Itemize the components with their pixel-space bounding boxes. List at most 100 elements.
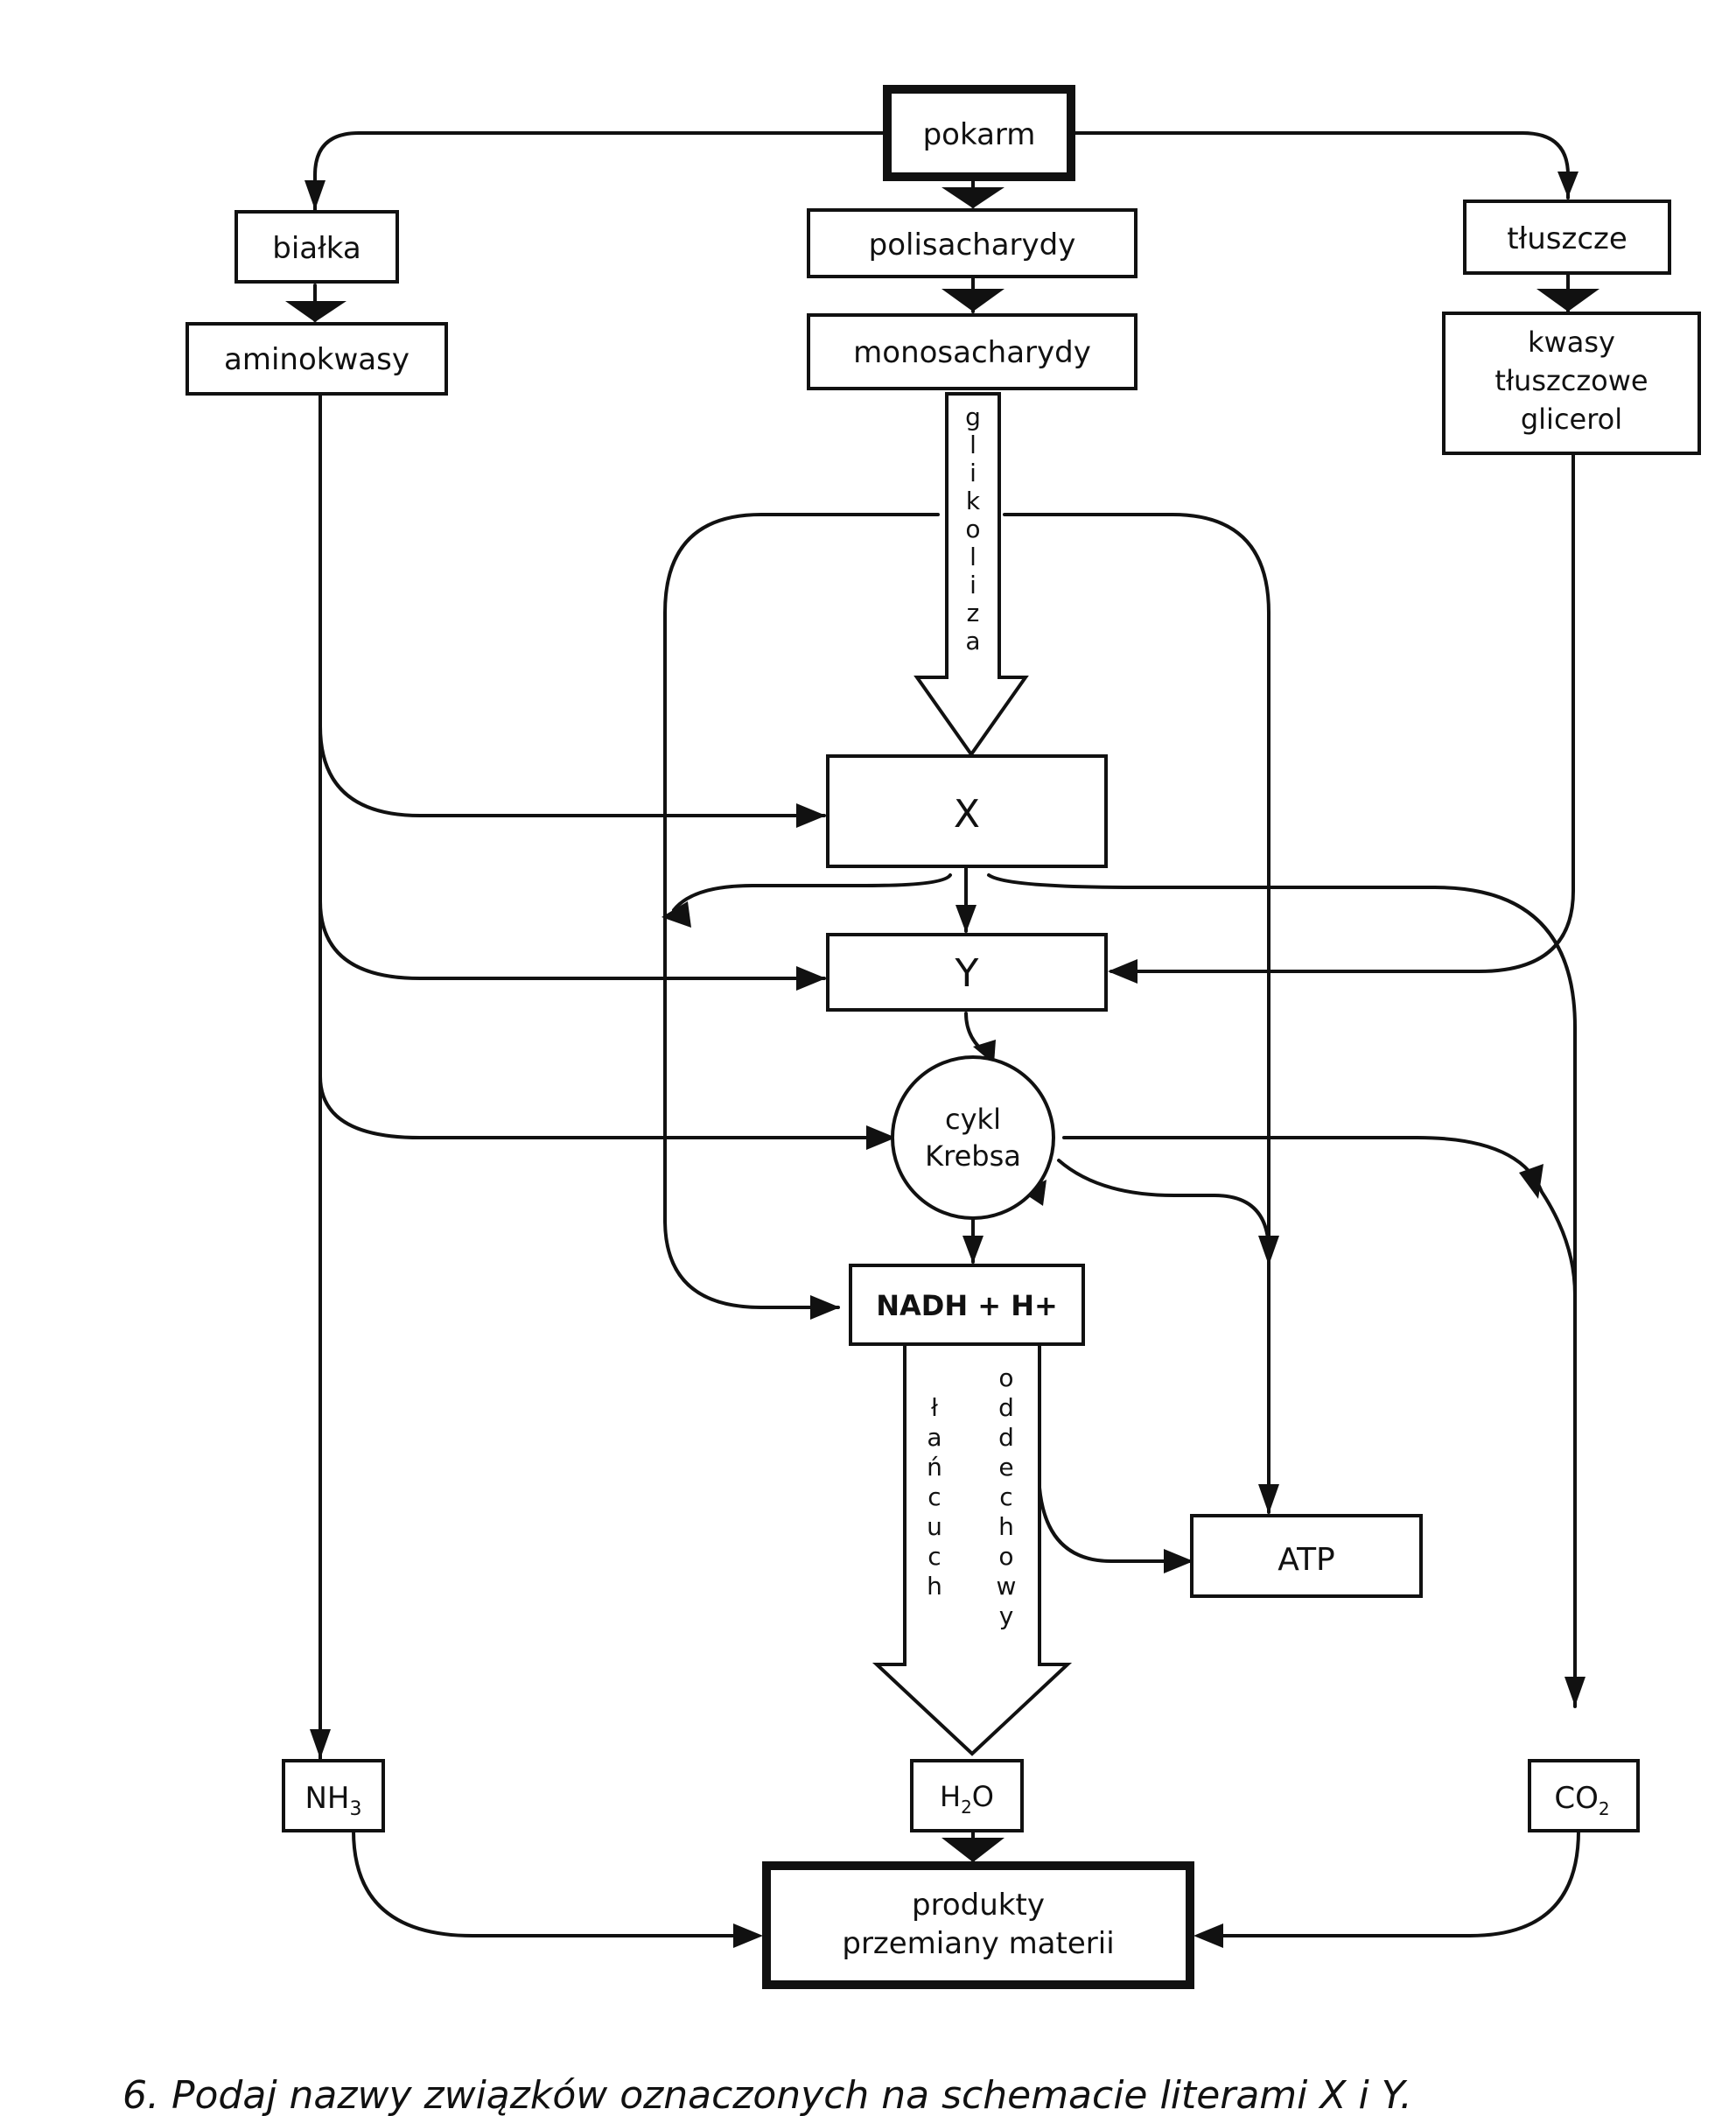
respiratory-chain-arrow <box>872 1342 1073 1756</box>
arrowhead-loop-left <box>662 901 691 928</box>
arrowhead-x-left <box>796 803 826 828</box>
node-products-label: produkty <box>912 1888 1045 1923</box>
arrowhead-krebs-left <box>866 1125 896 1150</box>
arrowhead-krebs-atp <box>1258 1236 1279 1265</box>
chain-letter: e <box>998 1453 1013 1482</box>
node-food: pokarm <box>883 85 1075 181</box>
node-monosaccharides-label: monosacharydy <box>853 335 1091 370</box>
node-polysaccharides-label: polisacharydy <box>869 228 1076 263</box>
node-h2o-o: O <box>972 1780 994 1813</box>
node-nh3-sub: 3 <box>350 1798 362 1820</box>
node-x: X <box>826 754 1108 868</box>
chain-letter: h <box>927 1572 942 1601</box>
node-polysaccharides: polisacharydy <box>807 208 1138 278</box>
node-food-label: pokarm <box>923 117 1036 152</box>
edge-x-co2 <box>987 873 1577 1708</box>
node-co2-main: CO <box>1554 1781 1599 1816</box>
node-krebs-label: Krebsa <box>925 1139 1021 1173</box>
node-nadh-label: NADH + H+ <box>876 1289 1058 1322</box>
edge-amino-y <box>318 900 826 980</box>
node-fats-label: tłuszcze <box>1507 221 1628 256</box>
arrowhead-atp-top <box>1258 1484 1279 1514</box>
arrowhead-amino <box>285 301 346 322</box>
arrowhead-fattyacids <box>1536 289 1600 312</box>
chain-letter: o <box>998 1542 1013 1571</box>
arrowhead-chain-atp <box>1164 1549 1194 1573</box>
arrow-heads <box>285 172 1600 1948</box>
glycolysis-letter: l <box>970 431 976 459</box>
chain-letter: y <box>999 1601 1014 1630</box>
node-nh3-label: NH3 <box>305 1781 362 1820</box>
edge-x-loop <box>672 873 952 912</box>
glycolysis-letter: o <box>965 515 980 543</box>
node-co2-label: CO2 <box>1554 1781 1609 1819</box>
chain-letter: a <box>927 1423 942 1452</box>
edge-amino-x <box>318 725 826 817</box>
node-fats: tłuszcze <box>1463 200 1671 275</box>
arrowhead-nadh-top <box>962 1236 984 1264</box>
node-amino-acids: aminokwasy <box>186 322 448 396</box>
node-amino-acids-label: aminokwasy <box>224 342 410 377</box>
glycolysis-letter: z <box>967 599 980 627</box>
edge-nh3-products <box>352 1829 758 1937</box>
node-nadh: NADH + H+ <box>849 1264 1085 1346</box>
arrowhead-x-to-y <box>956 905 976 933</box>
glycolysis-arrow <box>914 392 1029 758</box>
node-fatty-acids-label: kwasy <box>1528 326 1615 359</box>
edge-loop-nadh-atp <box>663 513 1270 1514</box>
edge-food-fats <box>1071 131 1570 200</box>
edge-amino-krebs <box>318 1075 898 1139</box>
chain-letter: ń <box>927 1453 942 1482</box>
arrowhead-monosaccharides <box>942 289 1004 312</box>
arrowhead-polysaccharides <box>942 187 1004 208</box>
arrowhead-krebs-co2 <box>1519 1164 1544 1199</box>
edge-fattyacids-y <box>1110 452 1575 973</box>
node-y-label: Y <box>955 951 979 996</box>
edge-food-proteins <box>313 131 887 212</box>
node-metabolic-products: produkty przemiany materii <box>762 1861 1194 1989</box>
node-atp: ATP <box>1190 1514 1423 1598</box>
node-h2o-sub: 2 <box>961 1797 972 1818</box>
glycolysis-letter: g <box>965 403 981 431</box>
arrowhead-proteins <box>304 180 326 210</box>
glycolysis-letter: i <box>970 571 976 599</box>
question-caption: 6. Podaj nazwy związków oznaczonych na s… <box>122 2073 1412 2116</box>
arrowhead-products-right <box>1194 1923 1223 1948</box>
glycolysis-label: g l i k o l i z a <box>965 403 981 655</box>
edge-chain-atp <box>1038 1486 1194 1563</box>
node-co2-sub: 2 <box>1599 1798 1610 1819</box>
edge-krebs-co2 <box>1062 1136 1577 1297</box>
arrowhead-nh3-top <box>310 1729 331 1759</box>
node-y: Y <box>826 933 1108 1012</box>
chain-letter: d <box>998 1423 1014 1452</box>
respiratory-chain-label: ł a ń c u c h o d d e c h o w y <box>927 1363 1016 1630</box>
node-products-label: przemiany materii <box>842 1926 1114 1961</box>
node-h2o-label: H2O <box>940 1780 994 1818</box>
arrowhead-y-left <box>796 966 826 991</box>
arrowhead-nadh-left <box>810 1295 840 1320</box>
arrowhead-fats <box>1558 172 1578 198</box>
node-fatty-acids-label: tłuszczowe <box>1494 364 1648 397</box>
chain-letter: u <box>927 1512 942 1541</box>
chain-letter: c <box>928 1482 941 1511</box>
node-nh3-main: NH <box>305 1781 350 1816</box>
node-co2: CO2 <box>1528 1759 1640 1832</box>
arrowhead-products-left <box>733 1923 763 1948</box>
node-x-label: X <box>954 792 980 837</box>
glycolysis-letter: a <box>965 627 980 655</box>
chain-letter: ł <box>931 1393 938 1422</box>
arrowhead-krebs-cycle-right <box>1022 1180 1046 1206</box>
node-nh3: NH3 <box>282 1759 385 1832</box>
node-krebs-cycle: cykl Krebsa <box>891 1055 1055 1220</box>
arrowhead-y-right <box>1108 959 1138 984</box>
node-h2o-h: H <box>940 1780 961 1813</box>
chain-letter: o <box>998 1363 1013 1392</box>
glycolysis-letter: l <box>970 543 976 571</box>
chain-letter: c <box>928 1542 941 1571</box>
chain-letter: c <box>999 1482 1012 1511</box>
chain-letter: h <box>998 1512 1014 1541</box>
glycolysis-letter: k <box>966 487 981 515</box>
arrowhead-products-top <box>942 1838 1004 1862</box>
node-fatty-acids: kwasy tłuszczowe glicerol <box>1442 312 1701 455</box>
